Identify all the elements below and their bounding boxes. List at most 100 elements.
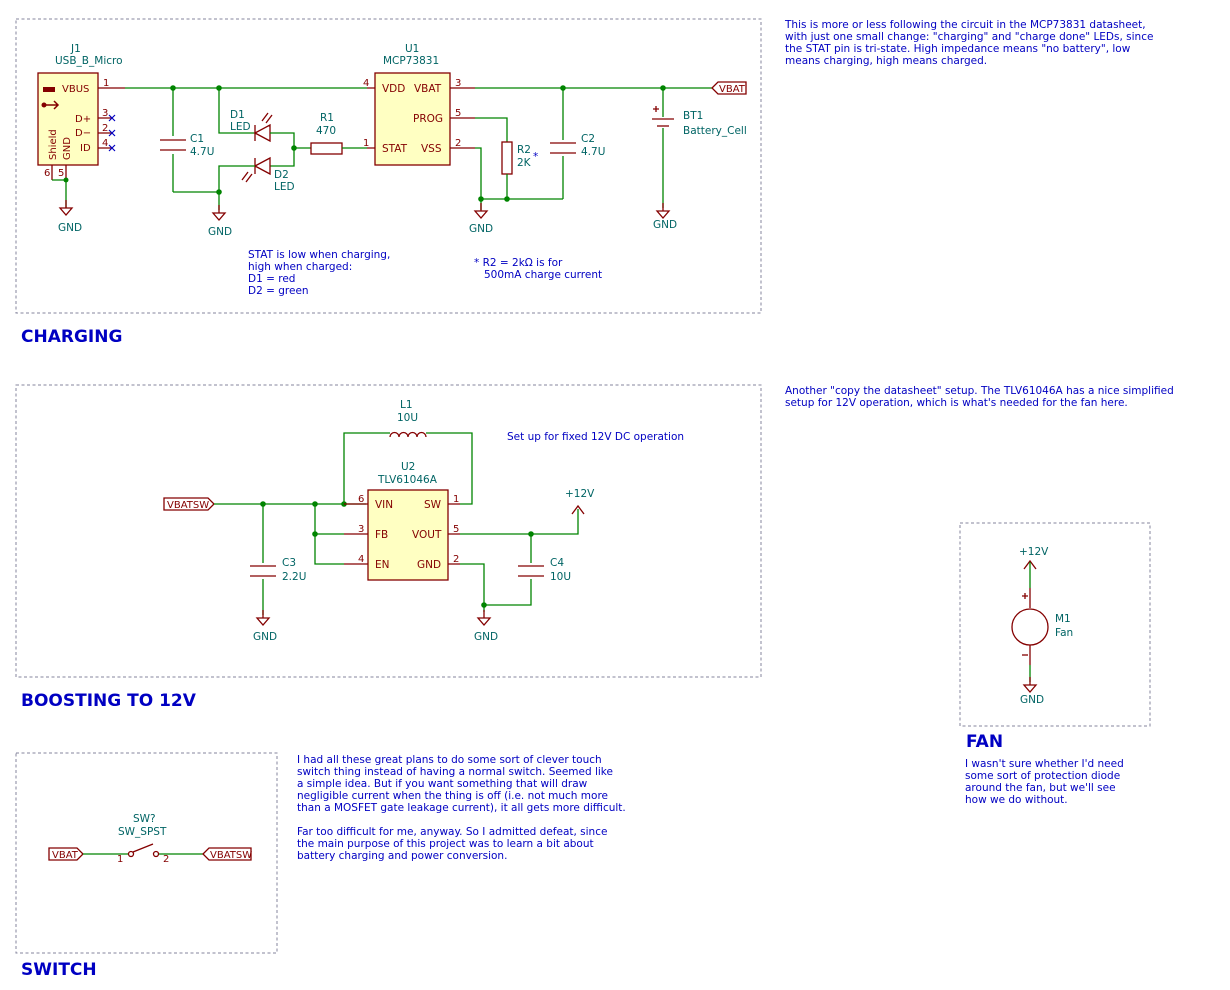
- no-connect-icon: [108, 114, 116, 152]
- svg-text:2: 2: [102, 123, 108, 134]
- d1-led: D1 LED: [218, 88, 295, 148]
- svg-text:R2: R2: [517, 144, 531, 156]
- svg-text:BT1: BT1: [683, 110, 703, 122]
- heading-fan: FAN: [966, 732, 1003, 752]
- svg-text:ID: ID: [80, 143, 91, 154]
- svg-text:GND: GND: [208, 226, 232, 238]
- heading-switch: SWITCH: [21, 960, 97, 980]
- note-fan-description: I wasn't sure whether I'd need some sort…: [965, 758, 1127, 806]
- svg-text:C4: C4: [550, 557, 564, 569]
- gnd-symbol-c3: GND: [253, 609, 277, 643]
- svg-text:VBAT: VBAT: [414, 83, 442, 95]
- svg-text:D2: D2: [274, 169, 289, 181]
- charging-box: [15, 18, 762, 314]
- svg-text:L1: L1: [400, 399, 413, 411]
- svg-text:Fan: Fan: [1055, 627, 1073, 639]
- svg-text:VIN: VIN: [375, 499, 393, 511]
- heading-boosting: BOOSTING TO 12V: [21, 691, 197, 711]
- svg-text:D−: D−: [75, 128, 91, 139]
- j1-value: USB_B_Micro: [55, 55, 123, 67]
- fan-box: [959, 522, 1151, 727]
- svg-text:VDD: VDD: [382, 83, 405, 95]
- c3-capacitor: C3 2.2U: [250, 504, 306, 615]
- svg-text:TLV61046A: TLV61046A: [377, 474, 438, 486]
- svg-text:VBAT: VBAT: [52, 850, 79, 861]
- svg-text:GND: GND: [62, 137, 73, 160]
- svg-text:Battery_Cell: Battery_Cell: [683, 125, 747, 137]
- j1-usb-connector: J1 USB_B_Micro VBUS D+ D− ID GND Shield …: [37, 43, 125, 180]
- svg-text:C3: C3: [282, 557, 296, 569]
- c1-capacitor: C1 4.7U: [160, 88, 214, 192]
- r1-resistor: R1 470: [294, 112, 367, 155]
- svg-text:VBATSW: VBATSW: [167, 500, 209, 511]
- gnd-symbol-j1: GND: [58, 199, 82, 234]
- svg-text:4: 4: [358, 554, 364, 565]
- svg-text:SW: SW: [424, 499, 442, 511]
- svg-text:D+: D+: [75, 114, 91, 125]
- svg-text:SW_SPST: SW_SPST: [118, 826, 167, 838]
- note-r2: * R2 = 2kΩ is for 500mA charge current: [474, 257, 602, 281]
- svg-text:M1: M1: [1055, 613, 1071, 625]
- u2-tlv61046a: U2 TLV61046A 6 3 4 1 5 2 VIN SW FB VOUT …: [344, 461, 460, 581]
- boosting-box: [15, 384, 762, 678]
- svg-text:D1: D1: [230, 109, 245, 121]
- gnd-symbol-u1: GND: [469, 202, 493, 235]
- vbat-label-switch: [48, 847, 84, 861]
- svg-text:1: 1: [117, 854, 123, 865]
- svg-text:R1: R1: [320, 112, 334, 124]
- u1-mcp73831: U1 MCP73831 4 1 3 5 2 VDD VBAT PROG STAT…: [363, 43, 475, 166]
- svg-text:STAT: STAT: [382, 143, 408, 155]
- svg-text:GND: GND: [653, 219, 677, 231]
- svg-text:GND: GND: [58, 222, 82, 234]
- bt1-battery: BT1 Battery_Cell: [652, 88, 747, 208]
- gnd-symbol-u2: GND: [474, 609, 498, 643]
- svg-text:10U: 10U: [550, 571, 571, 583]
- svg-text:2: 2: [453, 554, 459, 565]
- d2-led: D2 LED: [218, 148, 295, 193]
- svg-text:GND: GND: [253, 631, 277, 643]
- svg-text:*: *: [533, 151, 538, 163]
- switch-box: [15, 752, 278, 954]
- svg-text:3: 3: [358, 524, 364, 535]
- vbatsw-label-boost: VBATSW: [163, 497, 215, 511]
- svg-text:+12V: +12V: [1019, 546, 1049, 558]
- svg-text:1: 1: [363, 138, 369, 149]
- svg-text:FB: FB: [375, 529, 388, 541]
- svg-text:2.2U: 2.2U: [282, 571, 306, 583]
- svg-text:GND: GND: [1020, 694, 1044, 706]
- r2-resistor: R2 2K *: [501, 141, 538, 175]
- svg-text:GND: GND: [417, 559, 441, 571]
- svg-text:EN: EN: [375, 559, 390, 571]
- svg-text:3: 3: [455, 78, 461, 89]
- svg-text:2: 2: [163, 854, 169, 865]
- svg-text:LED: LED: [230, 121, 251, 133]
- svg-text:GND: GND: [469, 223, 493, 235]
- j1-ref: J1: [70, 43, 81, 55]
- svg-text:VBUS: VBUS: [62, 84, 89, 95]
- svg-text:4.7U: 4.7U: [581, 146, 605, 158]
- svg-text:10U: 10U: [397, 412, 418, 424]
- heading-charging: CHARGING: [21, 327, 122, 347]
- gnd-symbol-d2: GND: [208, 204, 232, 238]
- m1-fan-motor: +12V M1 Fan GND: [1011, 546, 1073, 706]
- svg-text:5: 5: [453, 524, 459, 535]
- svg-text:VOUT: VOUT: [412, 529, 442, 541]
- svg-text:VBAT: VBAT: [719, 84, 746, 95]
- note-switch-description: I had all these great plans to do some s…: [297, 754, 629, 862]
- svg-text:U2: U2: [401, 461, 415, 473]
- svg-text:PROG: PROG: [413, 113, 443, 125]
- vbatsw-label-switch: [202, 847, 252, 861]
- usb-icon: [41, 87, 60, 110]
- svg-text:U1: U1: [405, 43, 419, 55]
- svg-text:4.7U: 4.7U: [190, 146, 214, 158]
- svg-text:6: 6: [44, 168, 50, 179]
- svg-text:2K: 2K: [517, 157, 532, 169]
- vbat-label-charging: VBAT: [711, 81, 747, 95]
- svg-text:MCP73831: MCP73831: [383, 55, 439, 67]
- svg-text:VSS: VSS: [421, 143, 442, 155]
- svg-text:C1: C1: [190, 133, 204, 145]
- svg-text:Shield: Shield: [48, 129, 59, 160]
- svg-text:2: 2: [455, 138, 461, 149]
- sw-spst: SW? SW_SPST VBAT 1 2 VBATSW: [48, 813, 252, 865]
